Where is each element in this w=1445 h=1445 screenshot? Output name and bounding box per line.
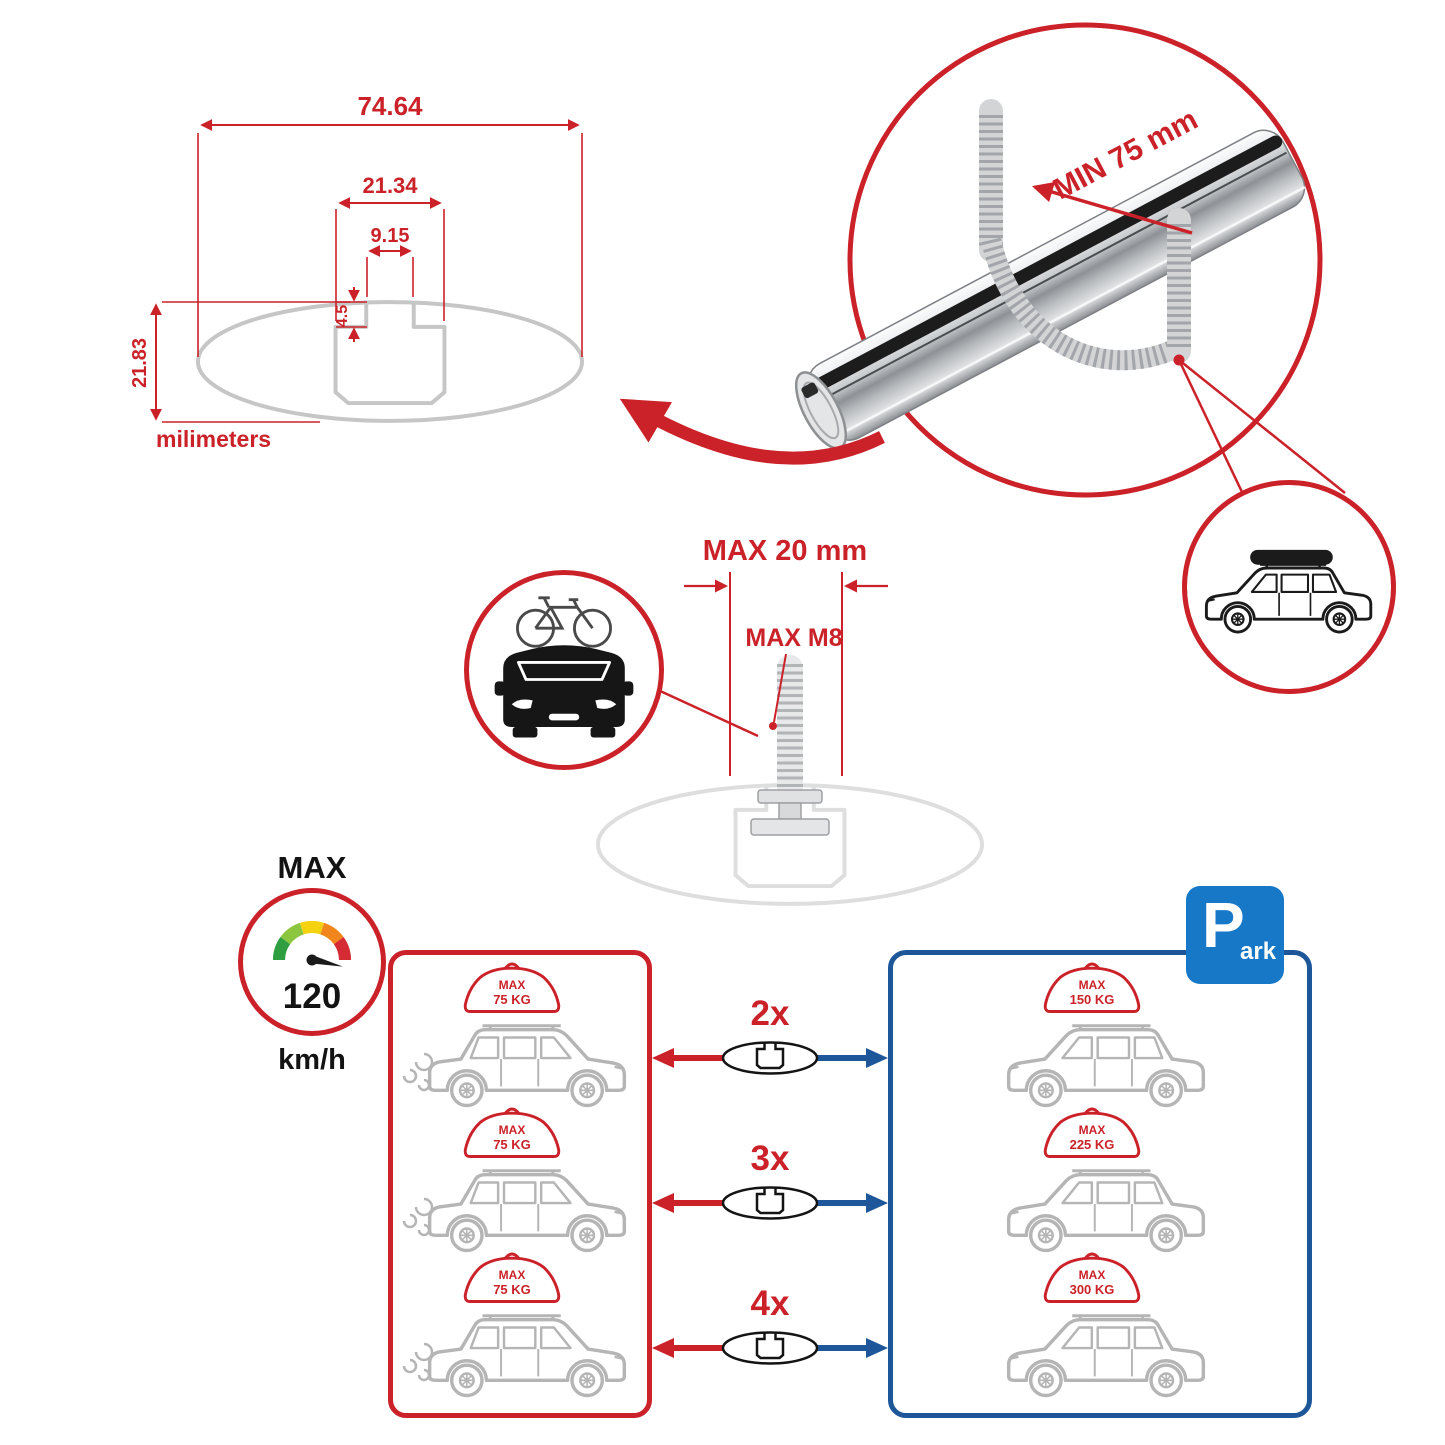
- park-sign: P ark: [1186, 886, 1284, 984]
- crossbar-count-arrow: [652, 1186, 888, 1220]
- crossbar-section-icon: [755, 1043, 785, 1070]
- profile-dimension-diagram: 74.64 21.34 9.15 4.5 21.83 milimeters: [129, 91, 585, 452]
- crossbar-section-icon: [755, 1188, 785, 1215]
- crossbar-count-arrow: [652, 1041, 888, 1075]
- car-front-with-bike-icon: [494, 596, 634, 738]
- speed-value: 120: [282, 977, 342, 1016]
- car-front-silhouette: [494, 645, 634, 738]
- dimension-lines: [150, 119, 583, 423]
- bag-max-label: MAX: [1078, 1268, 1106, 1282]
- bag-max-label: MAX: [498, 1268, 526, 1282]
- parked-car-row: MAX 300 KG: [980, 1248, 1225, 1400]
- crossbar-detail-circle: MIN 75 mm: [794, 22, 1346, 514]
- max-width-label: MAX 20 mm: [703, 535, 867, 567]
- parked-load-panel: [888, 950, 1312, 1418]
- driving-car-row: MAX 75 KG: [400, 1103, 645, 1255]
- park-sign-p: P: [1202, 889, 1245, 961]
- max-thread-label: MAX M8: [745, 624, 842, 652]
- bag-max-label: MAX: [498, 1123, 526, 1137]
- parked-car-row: MAX 225 KG: [980, 1103, 1225, 1255]
- driving-load-panel: [388, 950, 652, 1418]
- suv-car-icon: [994, 1294, 1219, 1407]
- crossbar-section-icon: [755, 1333, 785, 1360]
- roof-bag: MAX 75 KG: [462, 958, 562, 1020]
- u-bolt-front: [981, 208, 1191, 371]
- multiplier-label: 4x: [750, 1284, 790, 1323]
- suv-car-icon: [414, 1149, 639, 1262]
- dim-slot-depth: 4.5: [334, 305, 351, 327]
- dim-height: 21.83: [129, 338, 151, 388]
- mount-bolt: [750, 655, 830, 836]
- multiplier-label: 2x: [750, 994, 790, 1033]
- crossbar-3d: [794, 129, 1306, 450]
- dim-channel-width: 21.34: [362, 173, 418, 198]
- callout-line-left: [1177, 359, 1254, 514]
- dim-slot-width: 9.15: [371, 225, 410, 247]
- bag-weight-label: 75 KG: [493, 1137, 531, 1152]
- roofbox-car-circle: [1182, 480, 1396, 694]
- roof-bag: MAX 150 KG: [1042, 958, 1142, 1020]
- callout-line-right: [1178, 359, 1346, 494]
- roof-bag: MAX 75 KG: [462, 1103, 562, 1165]
- mount-bolt-diagram: MAX 20 mm MAX M8: [595, 535, 985, 906]
- bag-weight-label: 75 KG: [493, 992, 531, 1007]
- speed-limit-gauge: 120: [238, 888, 386, 1036]
- speed-unit: km/h: [278, 1044, 346, 1076]
- dim-unit-label: milimeters: [156, 426, 271, 452]
- parked-car-row: MAX 150 KG: [980, 958, 1225, 1110]
- park-sign-ark: ark: [1240, 938, 1277, 965]
- bike-mount-circle: [464, 570, 664, 770]
- roofbox-suv-icon: [1204, 549, 1373, 634]
- bag-max-label: MAX: [498, 978, 526, 992]
- roof-bag: MAX 300 KG: [1042, 1248, 1142, 1310]
- suv-car-icon: [414, 1004, 639, 1117]
- driving-car-row: MAX 75 KG: [400, 1248, 645, 1400]
- bag-weight-label: 75 KG: [493, 1282, 531, 1297]
- bag-max-label: MAX: [1078, 978, 1106, 992]
- bolt-dimension-lines: [657, 572, 888, 776]
- crossbar-count-arrow: [652, 1331, 888, 1365]
- driving-car-row: MAX 75 KG: [400, 958, 645, 1110]
- bicycle-icon: [516, 596, 612, 648]
- bag-weight-label: 225 KG: [1069, 1137, 1115, 1152]
- crossbar-cross-section: [195, 300, 585, 423]
- speed-max-label: MAX: [277, 850, 347, 885]
- bag-weight-label: 150 KG: [1069, 992, 1115, 1007]
- suv-car-icon: [994, 1149, 1219, 1262]
- pointer-arrow: [619, 398, 885, 465]
- suv-car-icon: [414, 1294, 639, 1407]
- thread-point-dot: [769, 722, 777, 730]
- bag-weight-label: 300 KG: [1069, 1282, 1115, 1297]
- roof-bag: MAX 225 KG: [1042, 1103, 1142, 1165]
- min-clamp-arrow: [1031, 181, 1193, 235]
- speedometer-icon: [272, 921, 352, 967]
- bag-max-label: MAX: [1078, 1123, 1106, 1137]
- multiplier-label: 3x: [750, 1139, 790, 1178]
- roof-bag: MAX 75 KG: [462, 1248, 562, 1310]
- dim-total-width: 74.64: [357, 91, 423, 121]
- suv-car-icon: [994, 1004, 1219, 1117]
